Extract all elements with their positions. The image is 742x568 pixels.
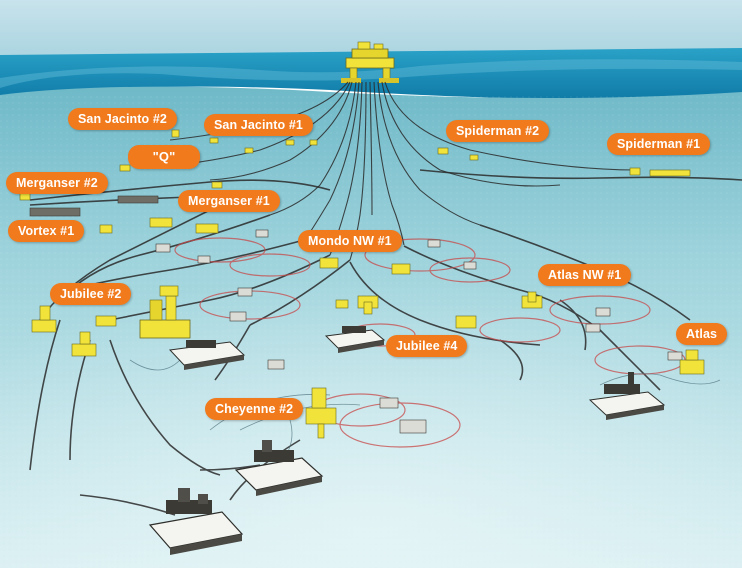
label-mondo-nw-1: Mondo NW #1: [298, 230, 402, 252]
template-atlas: [588, 372, 666, 420]
template-jubilee-2: [168, 340, 246, 370]
host-platform: [341, 41, 399, 83]
manifold-jubilee-2: [139, 285, 191, 339]
label-merganser-1: Merganser #1: [178, 190, 280, 212]
label-spiderman-2: Spiderman #2: [446, 120, 550, 142]
label-jubilee-2: Jubilee #2: [50, 283, 132, 305]
label-san-jacinto-1: San Jacinto #1: [204, 114, 313, 136]
label-cheyenne-2: Cheyenne #2: [205, 398, 304, 420]
template-cheyenne-1: [234, 440, 324, 496]
label-spiderman-1: Spiderman #1: [607, 133, 711, 155]
template-cheyenne-2: [148, 488, 244, 555]
distant-equipment: [19, 129, 691, 329]
template-jubilee-4: [324, 326, 386, 353]
label-jubilee-4: Jubilee #4: [386, 335, 468, 357]
label-atlas-nw-1: Atlas NW #1: [538, 264, 632, 286]
well-trees: [31, 291, 705, 439]
label-vortex-1: Vortex #1: [8, 220, 85, 242]
label-atlas: Atlas: [676, 323, 728, 345]
label-q: "Q": [128, 145, 200, 169]
label-san-jacinto-2: San Jacinto #2: [68, 108, 177, 130]
label-merganser-2: Merganser #2: [6, 172, 108, 194]
flowlines: [29, 169, 742, 516]
distant-templates: [29, 195, 683, 434]
